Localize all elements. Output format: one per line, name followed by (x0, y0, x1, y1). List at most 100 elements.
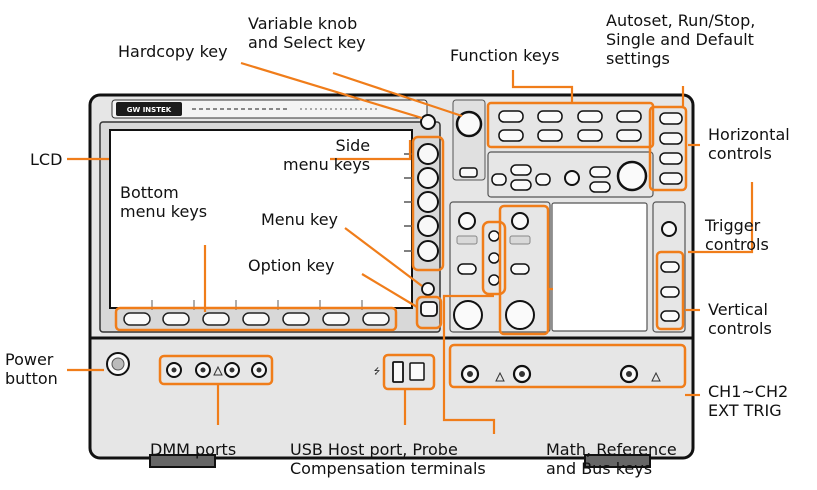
autoset-key (659, 112, 683, 125)
side-menu-key (417, 240, 439, 262)
bottom-menu-key (362, 312, 390, 326)
callout-lcd: LCD (30, 150, 63, 169)
callout-vertical-controls: Vertical controls (708, 300, 772, 338)
probe-compensation-terminals (409, 362, 425, 381)
select-key (459, 167, 478, 178)
option-key-highlight (415, 295, 443, 330)
vertical-knobs (453, 212, 535, 330)
ch1-position-knob (458, 212, 476, 230)
leader-math-ref-bus (442, 294, 496, 434)
vertical-controls-highlight (498, 204, 550, 336)
side-menu-key (417, 215, 439, 237)
dmm-warning-icon (213, 365, 223, 376)
horizontal-key (510, 179, 532, 191)
bottom-menu-key (162, 312, 190, 326)
trigger-keys (660, 261, 680, 322)
reference-key (488, 252, 500, 264)
function-key (498, 129, 524, 142)
horizontal-key (491, 173, 507, 186)
function-key (616, 110, 642, 123)
ch1-key (457, 263, 477, 275)
ch2-position-knob (511, 212, 529, 230)
dmm-port-centers (171, 367, 262, 373)
side-menu-group (411, 135, 445, 272)
function-key (498, 110, 524, 123)
leader-hardcopy (240, 61, 423, 120)
bottom-menu-key (282, 312, 310, 326)
default-key (659, 172, 683, 185)
leader-lines (67, 61, 754, 434)
trigger-key (660, 310, 680, 322)
function-keys (498, 110, 642, 142)
bus-key (488, 274, 500, 286)
menu-key (421, 282, 435, 296)
brand-logo (116, 102, 182, 116)
function-key (537, 110, 563, 123)
variable-knob (455, 110, 483, 138)
function-keys-group (486, 101, 655, 149)
autoset-keys (659, 112, 683, 185)
horizontal-scale-knob (616, 160, 648, 192)
bottom-menu-key (322, 312, 350, 326)
right-foot (584, 454, 651, 468)
side-menu-key (417, 191, 439, 213)
side-menu-keys (417, 143, 439, 262)
callout-autoset: Autoset, Run/Stop, Single and Default se… (606, 11, 756, 68)
horizontal-controls-highlight (648, 105, 688, 192)
bottom-menu-group (114, 306, 398, 332)
callout-usb-host-port: USB Host port, Probe Compensation termin… (290, 440, 486, 478)
left-foot (149, 454, 216, 468)
trigger-controls-panel (652, 201, 686, 333)
callout-horizontal-controls: Horizontal controls (708, 125, 790, 163)
bottom-menu-key (242, 312, 270, 326)
usb-symbol-icon: ⭍ (374, 367, 381, 376)
ch1-panel-label (456, 235, 478, 245)
function-key (616, 129, 642, 142)
math-reference-bus-keys (488, 230, 500, 286)
trigger-controls-highlight (655, 250, 685, 331)
callout-menu-key: Menu key (261, 210, 339, 229)
callout-trigger-controls: Trigger controls (705, 216, 769, 254)
leader-side-menu (330, 140, 412, 161)
ext-warning-icon (651, 371, 661, 382)
run-stop-key (659, 132, 683, 145)
leader-option-key (361, 273, 418, 308)
callout-hardcopy-key: Hardcopy key (118, 42, 228, 61)
hardcopy-key (420, 114, 436, 130)
function-key (577, 110, 603, 123)
horizontal-key (589, 181, 611, 193)
callout-side-menu-keys: Side menu keys (283, 136, 371, 174)
vertical-keys (457, 263, 530, 275)
function-key (537, 129, 563, 142)
bnc-inputs-group (448, 343, 687, 389)
callout-bottom-menu-keys: Bottom menu keys (120, 183, 208, 221)
side-menu-key (417, 167, 439, 189)
bottom-menu-key (202, 312, 230, 326)
usb-probe-group (382, 353, 436, 391)
trigger-key (660, 286, 680, 298)
bnc-connector-centers (467, 371, 632, 377)
side-menu-key (417, 143, 439, 165)
ch1-scale-knob (453, 300, 483, 330)
callout-variable-knob: Variable knob and Select key (248, 14, 366, 52)
callout-option-key: Option key (248, 256, 335, 275)
leader-variable-knob (332, 71, 463, 118)
ch2-scale-knob (505, 300, 535, 330)
leader-menu-key (344, 227, 423, 287)
math-key (488, 230, 500, 242)
ch-warning-icon (495, 371, 505, 382)
trigger-level-knob (661, 221, 677, 237)
callout-dmm-ports: DMM ports (150, 440, 237, 459)
horizontal-keys (491, 164, 611, 193)
ch2-key (510, 263, 530, 275)
option-key (420, 301, 438, 317)
horizontal-key (535, 173, 551, 186)
math-reference-bus-group (481, 220, 507, 296)
function-key (577, 129, 603, 142)
single-key (659, 152, 683, 165)
callout-function-keys: Function keys (450, 46, 560, 65)
power-button-inner (111, 357, 125, 371)
brand-logo-text: GW INSTEK (127, 106, 172, 114)
horizontal-position-knob (564, 170, 580, 186)
